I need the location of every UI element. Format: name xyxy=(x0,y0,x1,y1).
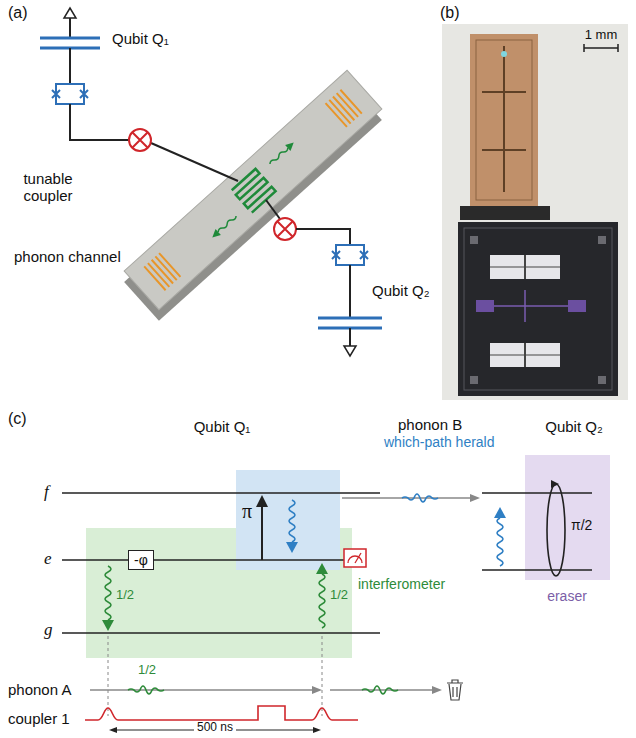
qubit-label: Qubit Q₁ xyxy=(194,418,251,435)
eraser-region: π/2eraser xyxy=(525,455,610,580)
tunable-coupler-wires xyxy=(129,129,296,240)
row-label: phonon A xyxy=(8,681,71,698)
device-photo xyxy=(442,24,628,400)
herald-region: π xyxy=(236,470,340,570)
region-fills xyxy=(86,455,610,658)
qubit-label: Qubit Q₂ xyxy=(545,418,603,435)
phonon-channel-slab xyxy=(124,70,382,320)
node-text: π/2 xyxy=(571,517,592,533)
amplitude-label: 1/2 xyxy=(138,663,156,678)
node-text: π xyxy=(242,500,252,523)
row-label: coupler 1 xyxy=(8,710,70,727)
interferometer-region: interferometer-φ xyxy=(86,528,352,658)
qubit-label: Qubit Q₁ xyxy=(112,30,169,47)
panel-letter: (b) xyxy=(440,4,460,22)
energy-levels xyxy=(62,493,592,633)
phonon-label: phonon B xyxy=(398,416,462,433)
node-text: interferometer xyxy=(358,576,445,592)
amplitude-label: 1/2 xyxy=(330,588,348,603)
transition-arrows xyxy=(102,480,565,631)
phase-box: -φ xyxy=(128,550,154,570)
node-text: eraser xyxy=(547,588,587,604)
channel-label: phonon channel xyxy=(14,248,121,265)
panel-letter: (c) xyxy=(8,410,27,428)
level-label: e xyxy=(44,549,52,569)
qubit-label: Qubit Q₂ xyxy=(372,282,430,299)
panel-letter: (a) xyxy=(8,4,28,22)
duration-label: 500 ns xyxy=(194,721,236,735)
scale-label: 1 mm xyxy=(585,28,618,43)
qubit-q2-circuit xyxy=(296,229,382,356)
coupler-label: tunable coupler xyxy=(6,170,90,205)
measurement-icon xyxy=(344,549,366,567)
phonon-b-arrow xyxy=(342,494,480,502)
amplitude-label: 1/2 xyxy=(116,588,134,603)
node-text: -φ xyxy=(134,552,148,568)
herald-label: which-path herald xyxy=(384,434,495,450)
phonon-a-row xyxy=(90,636,463,716)
level-label: f xyxy=(44,482,49,502)
level-label: g xyxy=(44,620,53,640)
qubit-q1-circuit xyxy=(40,8,129,140)
